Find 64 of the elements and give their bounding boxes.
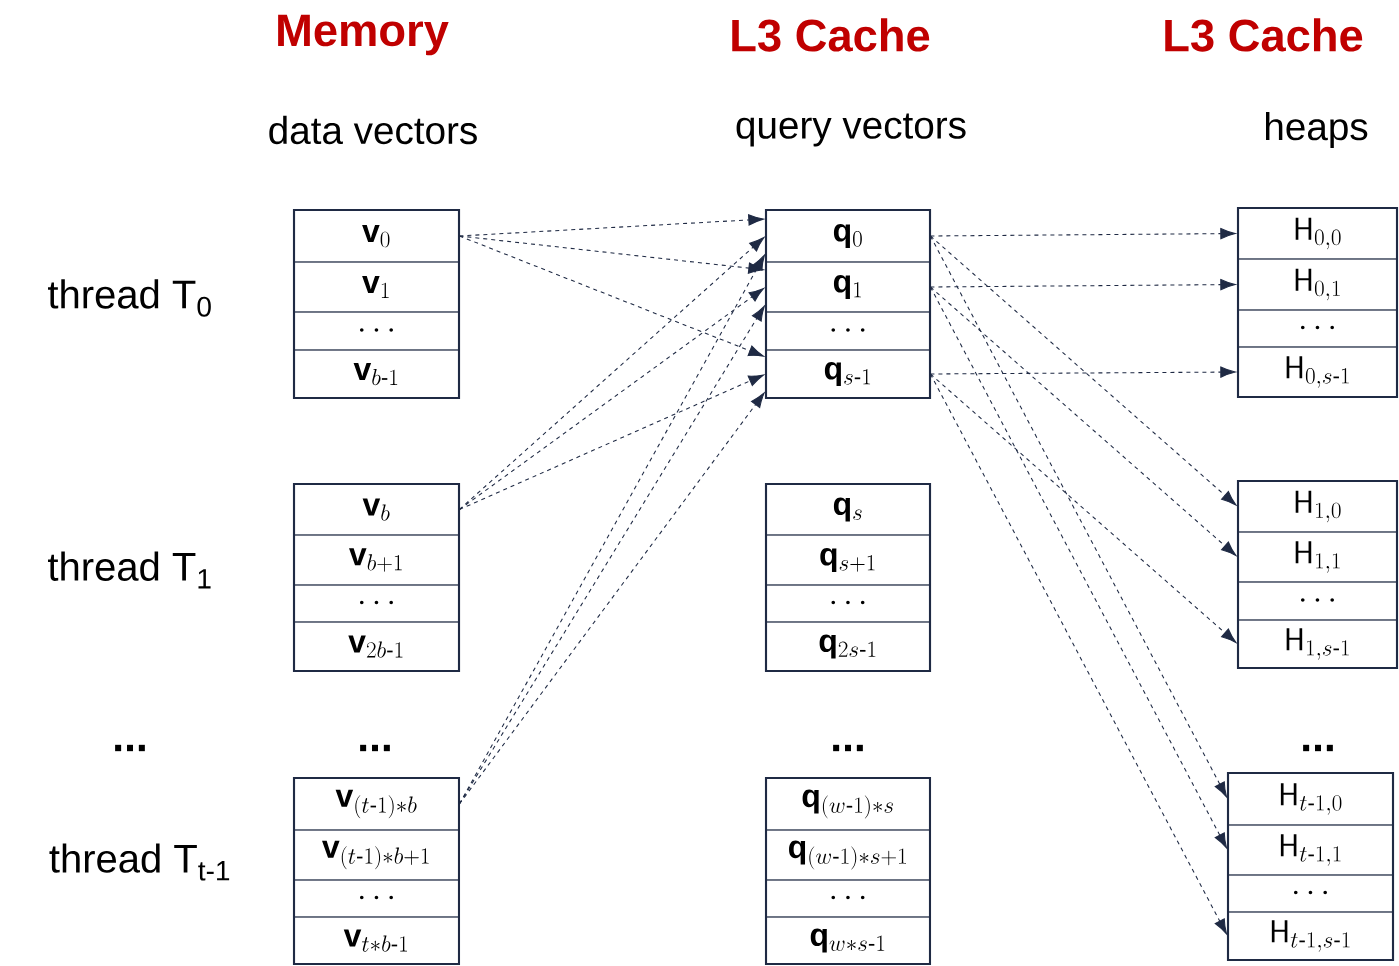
arrow xyxy=(458,287,765,511)
arrow xyxy=(929,286,1228,849)
node-label: $\mathsf{H}_{t\text{-}1,0}$ xyxy=(1280,783,1342,815)
column-subheading: data vectors xyxy=(269,115,477,145)
node-label: $\mathsf{H}_{1,0}$ xyxy=(1295,490,1341,523)
arrow xyxy=(458,374,764,511)
table-cell: $\mathbf{\cdots}$ xyxy=(293,879,460,918)
table-cell: $\mathsf{H}_{t\text{-}1,1}$ xyxy=(1227,824,1394,876)
ellipsis: ... xyxy=(833,744,863,752)
table-cell: $\mathbf{\cdots}$ xyxy=(1237,581,1398,621)
ellipsis: ... xyxy=(360,744,390,752)
table-cell: $\mathbf{\cdots}$ xyxy=(765,879,931,918)
table-cell: $\mathsf{H}_{1,s\text{-}1}$ xyxy=(1237,619,1398,669)
row-label: thread T$_{0}$ xyxy=(48,279,211,317)
table-cell: $\mathsf{H}_{1,1}$ xyxy=(1237,531,1398,583)
column-heading: L3 Cache xyxy=(1165,18,1363,52)
arrow xyxy=(929,235,1228,798)
arrow xyxy=(929,366,1236,378)
table-cell: $\mathbf{v}_{(t\text{-}1)*b+1}$ xyxy=(293,829,460,881)
table-cell: $\mathbf{\cdots}$ xyxy=(765,311,931,351)
arrow xyxy=(458,214,764,237)
arrow xyxy=(929,286,1237,556)
node-label: $\mathbf{v}_{0}$ xyxy=(362,225,390,248)
arrow xyxy=(929,228,1236,240)
arrow xyxy=(929,373,1228,935)
arrow xyxy=(458,392,765,805)
node-label: $\mathbf{v}_{(t\text{-}1)*b}$ xyxy=(335,789,417,819)
row-label: thread T$_{t-1}$ xyxy=(49,843,230,881)
table-cell: $\mathbf{v}_{1}$ xyxy=(293,261,460,313)
table-cell: $\mathbf{q}_{1}$ xyxy=(765,261,931,313)
column-subheading: heaps xyxy=(1266,111,1368,148)
table-cell: $\mathbf{v}_{b+1}$ xyxy=(293,534,460,586)
node-label: $\mathbf{q}_{(w\text{-}1)*s}$ xyxy=(802,789,893,819)
arrow xyxy=(929,373,1237,643)
table-cell: $\mathbf{q}_{s+1}$ xyxy=(765,534,931,586)
table-cell: $\mathbf{q}_{(w\text{-}1)*s+1}$ xyxy=(765,829,931,881)
arrow xyxy=(929,279,1236,291)
ellipsis: ... xyxy=(1303,744,1333,752)
table-cell: $\mathsf{H}_{t\text{-}1,s\text{-}1}$ xyxy=(1227,911,1394,961)
ellipsis: ... xyxy=(115,744,145,752)
table-cell: $\mathbf{q}_{2s\text{-}1}$ xyxy=(765,621,931,672)
table-cell: $\mathbf{\cdots}$ xyxy=(765,584,931,623)
table-cell: $\mathbf{\cdots}$ xyxy=(1227,874,1394,913)
row-label: thread T$_{1}$ xyxy=(48,551,211,589)
table-cell: $\mathbf{v}_{t*b\text{-}1}$ xyxy=(293,916,460,965)
table-cell: $\mathbf{v}_{2b\text{-}1}$ xyxy=(293,621,460,672)
node-label: $\mathbf{v}_{b}$ xyxy=(362,498,390,521)
table-cell: $\mathbf{\cdots}$ xyxy=(293,311,460,351)
column-subheading: query vectors xyxy=(736,113,966,147)
table-cell: $\mathsf{H}_{0,s\text{-}1}$ xyxy=(1237,346,1398,398)
table-cell: $\mathbf{q}_{s\text{-}1}$ xyxy=(765,349,931,399)
column-heading: Memory xyxy=(278,14,449,56)
table-cell: $\mathbf{v}_{b\text{-}1}$ xyxy=(293,349,460,399)
node-label: $\mathsf{H}_{0,0}$ xyxy=(1295,217,1341,250)
table-cell: $\mathbf{\cdots}$ xyxy=(293,584,460,623)
column-heading: L3 Cache xyxy=(732,18,930,52)
arrow xyxy=(458,235,764,274)
node-label: $\mathbf{q}_{s}$ xyxy=(833,497,862,522)
table-cell: $\mathsf{H}_{0,1}$ xyxy=(1237,258,1398,311)
table-cell: $\mathbf{q}_{w*s\text{-}1}$ xyxy=(765,916,931,965)
table-cell: $\mathbf{\cdots}$ xyxy=(1237,309,1398,348)
arrow xyxy=(929,235,1237,506)
arrow xyxy=(458,235,764,357)
node-label: $\mathbf{q}_{0}$ xyxy=(833,224,862,248)
